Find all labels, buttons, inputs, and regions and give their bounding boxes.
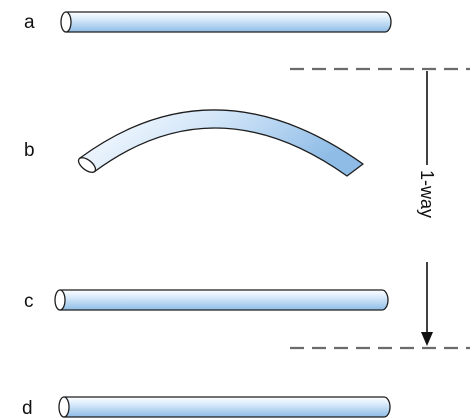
one-way-label: 1-way: [417, 170, 437, 218]
label-b: b: [24, 140, 35, 161]
label-c: c: [24, 291, 34, 312]
label-a: a: [24, 12, 35, 33]
tube-a: [60, 11, 392, 33]
label-d: d: [22, 398, 33, 419]
tube-b: [77, 109, 364, 177]
one-way-arrow: [421, 71, 433, 346]
tube-d: [58, 396, 391, 418]
tube-c: [54, 289, 389, 311]
